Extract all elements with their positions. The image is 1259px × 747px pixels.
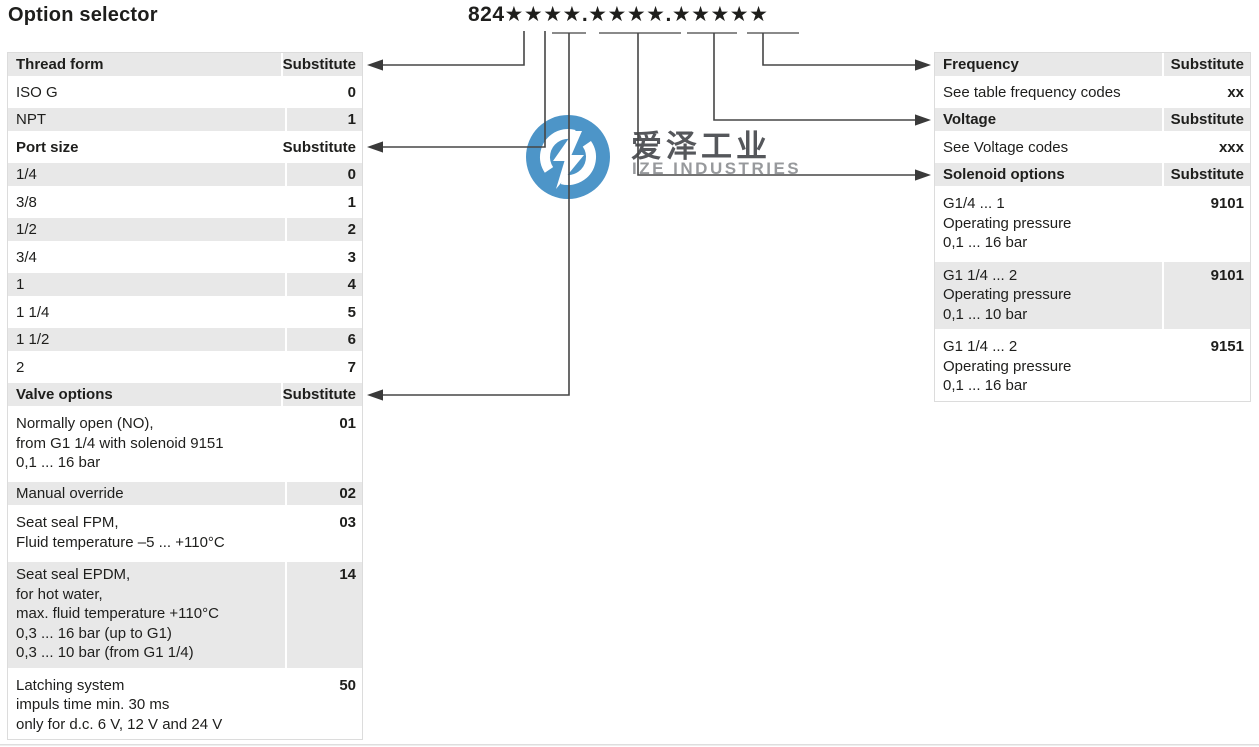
table-row: 1/2 2 <box>8 218 362 241</box>
substitute-label: Substitute <box>1164 163 1250 186</box>
voltage-header-row: Voltage Substitute <box>935 108 1250 131</box>
table-row: G1/4 ... 1 Operating pressure 0,1 ... 16… <box>935 190 1250 258</box>
row-value: 9101 <box>1164 262 1250 329</box>
table-row: See table frequency codes xx <box>935 80 1250 104</box>
table-row: Seat seal EPDM, for hot water, max. flui… <box>8 561 362 668</box>
table-row: G1 1/4 ... 2 Operating pressure 0,1 ... … <box>935 262 1250 329</box>
row-label: NPT <box>8 108 285 131</box>
row-label: 2 <box>8 355 285 379</box>
row-label: G1 1/4 ... 2 Operating pressure 0,1 ... … <box>935 262 1162 329</box>
row-label: 3/4 <box>8 245 285 269</box>
frequency-header-row: Frequency Substitute <box>935 53 1250 76</box>
row-label: See table frequency codes <box>935 80 1162 104</box>
table-row: 3/4 3 <box>8 245 362 269</box>
row-value: 9151 <box>1164 333 1250 401</box>
row-value: 1 <box>287 190 362 214</box>
row-value: xxx <box>1164 135 1250 159</box>
row-value: 01 <box>287 410 362 478</box>
table-row: 1 4 <box>8 273 362 296</box>
row-label: Seat seal EPDM, for hot water, max. flui… <box>8 561 285 668</box>
row-value: 2 <box>287 218 362 241</box>
row-value: 02 <box>287 482 362 505</box>
substitute-label: Substitute <box>282 53 362 76</box>
watermark-english-text: IZE INDUSTRIES <box>632 159 802 178</box>
row-label: Normally open (NO), from G1 1/4 with sol… <box>8 410 285 478</box>
right-tables: Frequency Substitute See table frequency… <box>934 52 1251 402</box>
row-label: Latching system impuls time min. 30 ms o… <box>8 672 285 739</box>
row-value: 50 <box>287 672 362 739</box>
table-row: See Voltage codes xxx <box>935 135 1250 159</box>
row-value: 3 <box>287 245 362 269</box>
row-value: 1 <box>287 108 362 131</box>
thread-form-connector <box>382 31 525 66</box>
ize-logo-icon <box>526 115 610 199</box>
row-label: G1 1/4 ... 2 Operating pressure 0,1 ... … <box>935 333 1162 401</box>
table-title: Valve options <box>8 383 281 406</box>
valve-options-connector <box>382 33 570 396</box>
row-label: 1 1/2 <box>8 328 285 351</box>
row-value: 0 <box>287 80 362 104</box>
table-row: 1/4 0 <box>8 163 362 186</box>
row-value: 4 <box>287 273 362 296</box>
thread-form-header-row: Thread form Substitute <box>8 53 362 76</box>
table-row: Latching system impuls time min. 30 ms o… <box>8 672 362 739</box>
table-row: 2 7 <box>8 355 362 379</box>
substitute-label: Substitute <box>282 135 362 159</box>
frequency-connector <box>762 33 916 66</box>
substitute-label: Substitute <box>1164 53 1250 76</box>
row-label: ISO G <box>8 80 285 104</box>
page-title: Option selector <box>8 4 158 26</box>
row-label: Seat seal FPM, Fluid temperature –5 ... … <box>8 509 285 557</box>
row-label: 1 1/4 <box>8 300 285 324</box>
table-title: Port size <box>8 135 281 159</box>
arrowheads <box>367 59 931 401</box>
row-value: 0 <box>287 163 362 186</box>
row-value: xx <box>1164 80 1250 104</box>
row-value: 14 <box>287 561 362 668</box>
row-value: 9101 <box>1164 190 1250 258</box>
row-label: 1/2 <box>8 218 285 241</box>
table-row: NPT 1 <box>8 108 362 131</box>
table-title: Thread form <box>8 53 281 76</box>
table-row: 1 1/4 5 <box>8 300 362 324</box>
row-label: G1/4 ... 1 Operating pressure 0,1 ... 16… <box>935 190 1162 258</box>
left-tables: Thread form Substitute ISO G 0 NPT 1 Por… <box>7 52 363 740</box>
row-label: Manual override <box>8 482 285 505</box>
valve-options-header-row: Valve options Substitute <box>8 383 362 406</box>
table-row: 1 1/2 6 <box>8 328 362 351</box>
table-row: G1 1/4 ... 2 Operating pressure 0,1 ... … <box>935 333 1250 401</box>
bottom-rule <box>0 744 1259 746</box>
port-size-header-row: Port size Substitute <box>8 135 362 159</box>
table-title: Frequency <box>935 53 1162 76</box>
row-value: 5 <box>287 300 362 324</box>
row-label: 1/4 <box>8 163 285 186</box>
row-label: 3/8 <box>8 190 285 214</box>
row-label: 1 <box>8 273 285 296</box>
table-row: Normally open (NO), from G1 1/4 with sol… <box>8 410 362 478</box>
row-value: 6 <box>287 328 362 351</box>
solenoid-options-header-row: Solenoid options Substitute <box>935 163 1250 186</box>
substitute-label: Substitute <box>282 383 362 406</box>
part-number-code: 824★★★★.★★★★.★★★★★ <box>468 3 769 26</box>
table-row: Manual override 02 <box>8 482 362 505</box>
table-title: Solenoid options <box>935 163 1162 186</box>
table-row: ISO G 0 <box>8 80 362 104</box>
table-row: 3/8 1 <box>8 190 362 214</box>
port-size-connector <box>382 31 546 148</box>
voltage-connector <box>713 33 916 121</box>
substitute-label: Substitute <box>1164 108 1250 131</box>
row-value: 03 <box>287 509 362 557</box>
row-label: See Voltage codes <box>935 135 1162 159</box>
table-title: Voltage <box>935 108 1162 131</box>
row-value: 7 <box>287 355 362 379</box>
table-row: Seat seal FPM, Fluid temperature –5 ... … <box>8 509 362 557</box>
